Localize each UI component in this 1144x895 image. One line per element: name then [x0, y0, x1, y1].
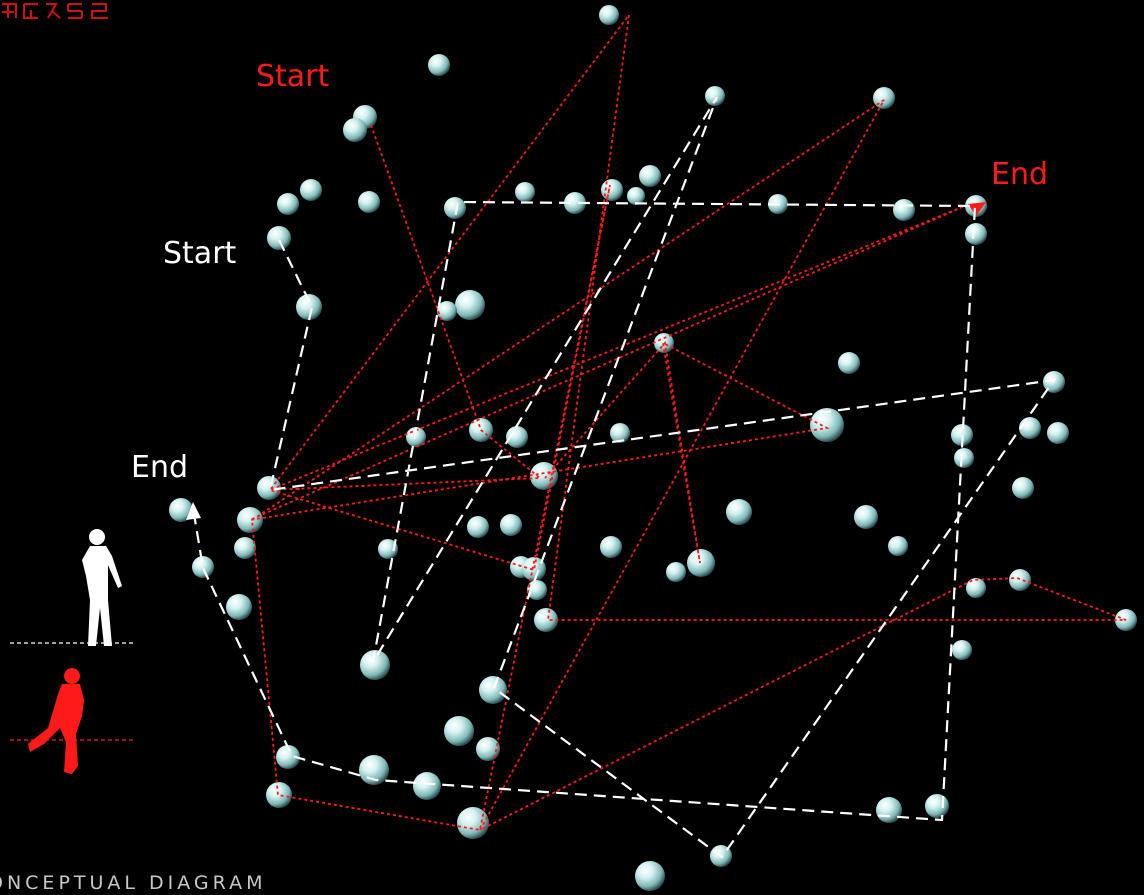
sphere-node — [925, 794, 949, 818]
sphere-node — [192, 556, 214, 578]
sphere-node — [437, 301, 457, 321]
sphere-node — [169, 498, 193, 522]
sphere-node — [838, 352, 860, 374]
sphere-node — [610, 423, 630, 443]
corner-glyph-mark — [2, 3, 108, 19]
white-path-end-arrow — [186, 502, 201, 520]
sphere-node — [234, 537, 256, 559]
red-path-start-label: Start — [256, 59, 330, 94]
running-person-icon — [28, 668, 84, 774]
sphere-node — [601, 179, 623, 201]
sphere-node — [687, 549, 715, 577]
sphere-node — [876, 797, 902, 823]
sphere-node — [1012, 477, 1034, 499]
sphere-node — [965, 223, 987, 245]
sphere-node — [267, 226, 291, 250]
white-dashed-path — [186, 96, 1057, 859]
sphere-node — [1009, 569, 1031, 591]
sphere-node — [893, 199, 915, 221]
sphere-node — [639, 165, 661, 187]
sphere-node — [506, 426, 528, 448]
white-path-line — [191, 96, 1057, 859]
sphere-node — [358, 191, 380, 213]
sphere-node — [479, 676, 507, 704]
sphere-node — [954, 448, 974, 468]
diagram-caption: ONCEPTUAL DIAGRAM — [0, 872, 267, 894]
red-path-end-arrow — [968, 202, 986, 216]
sphere-node — [527, 580, 547, 600]
sphere-node — [343, 118, 367, 142]
white-path-end-label: End — [131, 450, 189, 485]
sphere-node — [444, 716, 474, 746]
sphere-node — [873, 87, 895, 109]
sphere-node — [457, 807, 489, 839]
sphere-node — [534, 608, 558, 632]
sphere-node — [854, 505, 878, 529]
sphere-node — [1019, 417, 1041, 439]
sphere-node — [966, 578, 986, 598]
sphere-node — [276, 745, 300, 769]
sphere-node — [726, 499, 752, 525]
sphere-node — [413, 772, 441, 800]
sphere-node — [455, 290, 485, 320]
sphere-node — [226, 594, 252, 620]
sphere-node — [600, 536, 622, 558]
red-dotted-path — [249, 11, 1127, 833]
sphere-field — [169, 5, 1137, 891]
sphere-node — [666, 562, 686, 582]
sphere-node — [810, 408, 844, 442]
sphere-node — [467, 516, 489, 538]
scale-figures — [10, 529, 134, 774]
sphere-node — [378, 539, 398, 559]
sphere-node — [627, 187, 645, 205]
sphere-node — [951, 424, 973, 446]
standing-person-icon — [82, 529, 122, 646]
sphere-node — [564, 192, 586, 214]
sphere-node — [705, 86, 725, 106]
sphere-node — [476, 737, 500, 761]
sphere-node — [360, 650, 390, 680]
sphere-node — [952, 640, 972, 660]
sphere-node — [500, 514, 522, 536]
sphere-node — [300, 179, 322, 201]
red-path-end-label: End — [991, 157, 1049, 192]
sphere-node — [1047, 422, 1069, 444]
sphere-node — [635, 861, 665, 891]
sphere-node — [277, 193, 299, 215]
sphere-node — [266, 782, 292, 808]
white-path-start-label: Start — [163, 236, 237, 271]
sphere-node — [359, 755, 389, 785]
sphere-node — [515, 182, 535, 202]
sphere-node — [237, 507, 263, 533]
sphere-node — [888, 536, 908, 556]
sphere-node — [444, 197, 466, 219]
sphere-node — [1043, 371, 1065, 393]
sphere-node — [296, 294, 322, 320]
sphere-node — [599, 5, 619, 25]
sphere-node — [428, 54, 450, 76]
red-path-line — [249, 11, 1127, 833]
